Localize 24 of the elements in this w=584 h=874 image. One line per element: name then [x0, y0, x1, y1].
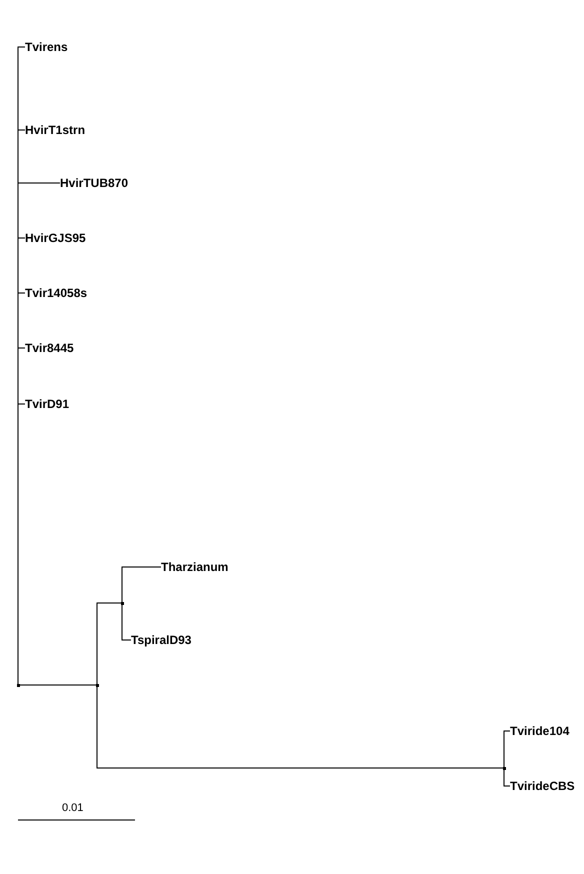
tree-branch — [504, 730, 510, 768]
taxon-label: HvirTUB870 — [60, 175, 128, 191]
taxon-label: Tvir8445 — [25, 340, 74, 356]
tree-branch — [122, 566, 162, 604]
taxon-label: TvirideCBS — [510, 778, 575, 794]
branch-node — [96, 684, 99, 687]
taxon-label: Tviride104 — [510, 723, 570, 739]
taxon-label: HvirT1strn — [25, 122, 86, 138]
tree-branch — [96, 602, 122, 686]
branch-node — [17, 684, 20, 687]
tree-branch — [18, 684, 98, 686]
tree-branch — [96, 684, 504, 768]
taxon-label: Tvirens — [25, 39, 68, 55]
tree-branch — [122, 602, 132, 640]
scale-label: 0.01 — [62, 802, 84, 815]
branch-node — [503, 767, 506, 770]
taxon-label: TvirD91 — [25, 396, 70, 412]
taxon-label: TspiralD93 — [131, 632, 192, 648]
branch-node — [121, 602, 124, 605]
tree-branch — [504, 768, 510, 786]
taxon-label: Tvir14058s — [25, 285, 88, 301]
tree-branch — [18, 404, 26, 686]
taxon-label: Tharzianum — [161, 559, 228, 575]
taxon-label: HvirGJS95 — [25, 230, 86, 246]
